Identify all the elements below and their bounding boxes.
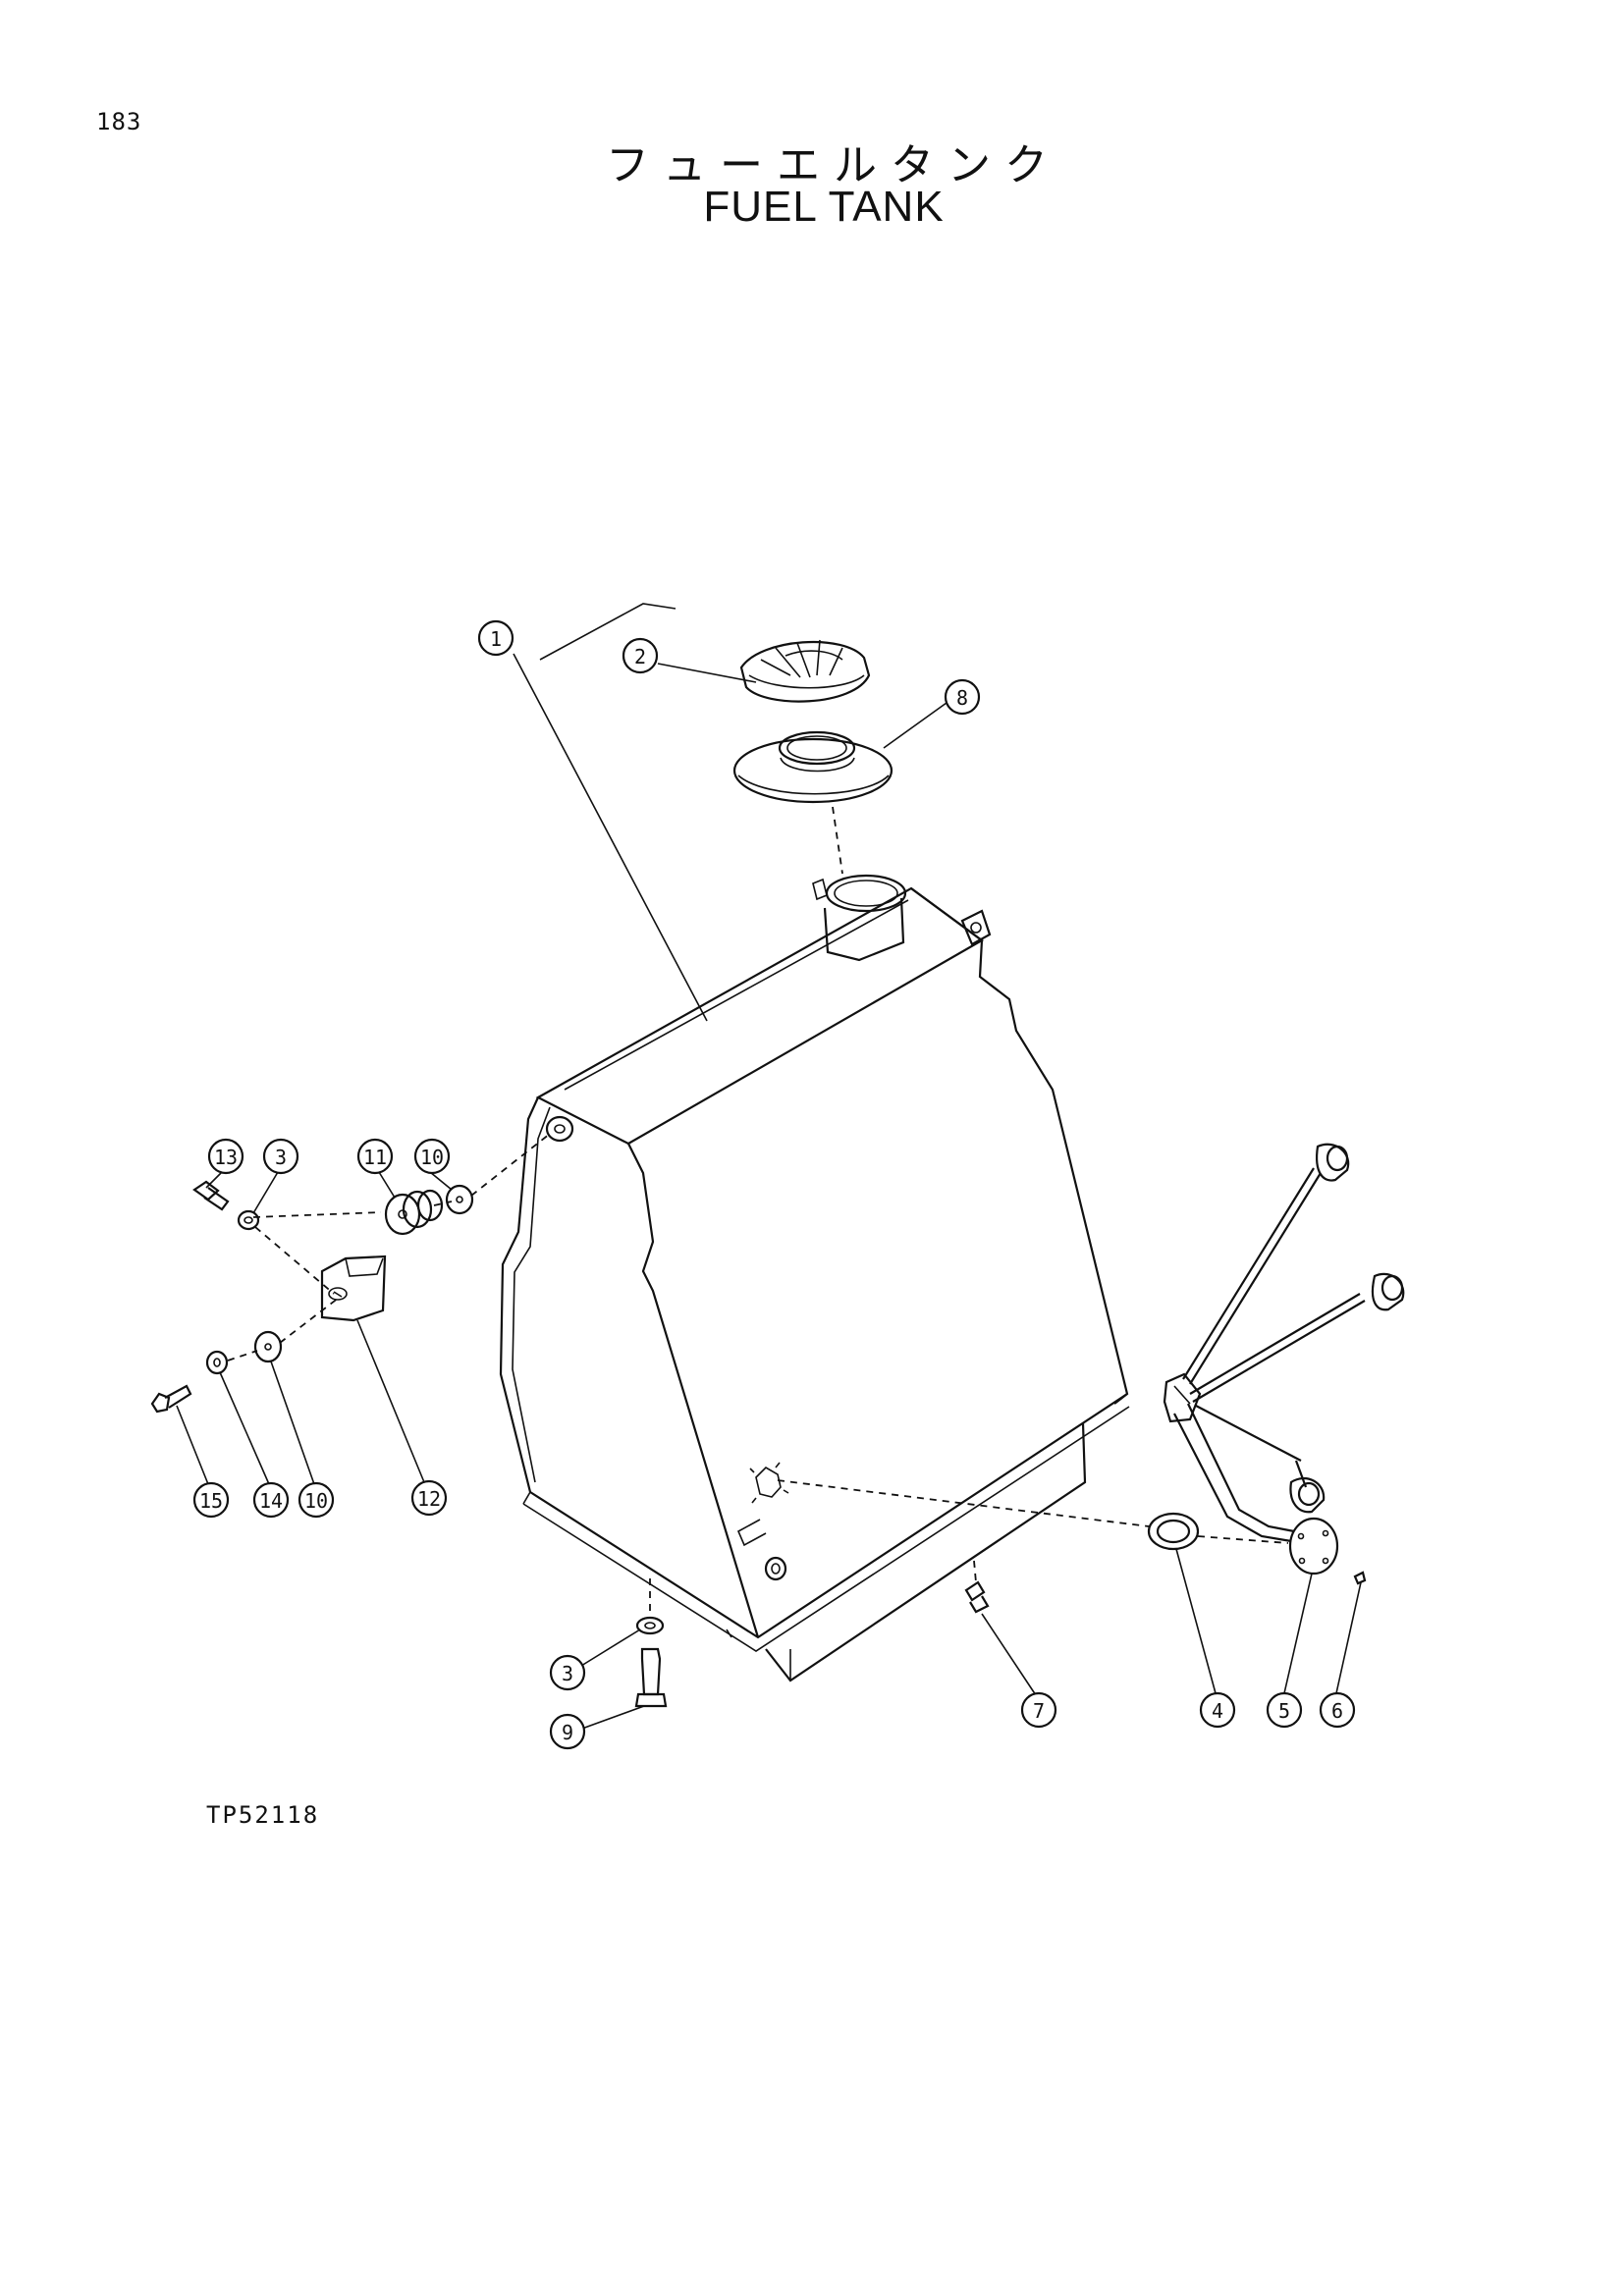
- leader-lines: [176, 653, 1362, 1731]
- callout-11: 11: [356, 1138, 394, 1175]
- drain-cock-part: [964, 1560, 990, 1614]
- left-mount-hardware: [150, 1133, 551, 1414]
- callout-7: 7: [1020, 1691, 1057, 1729]
- page-number: 183: [96, 108, 142, 135]
- svg-text:8: 8: [956, 686, 968, 710]
- bottom-mount-hardware: [634, 1578, 668, 1708]
- callout-1: 1: [477, 619, 514, 657]
- callout-9: 9: [549, 1713, 586, 1750]
- callout-5: 5: [1266, 1691, 1303, 1729]
- svg-text:7: 7: [1033, 1699, 1045, 1723]
- svg-text:15: 15: [199, 1489, 223, 1513]
- svg-text:10: 10: [420, 1146, 444, 1169]
- svg-text:14: 14: [259, 1489, 283, 1513]
- strainer-flange-part: [732, 730, 893, 804]
- callout-10-lower: 10: [298, 1481, 335, 1519]
- svg-text:13: 13: [214, 1146, 238, 1169]
- svg-text:10: 10: [304, 1489, 328, 1513]
- callout-12: 12: [410, 1479, 448, 1517]
- callout-13: 13: [207, 1138, 244, 1175]
- title-english: FUEL TANK: [703, 183, 945, 231]
- svg-text:9: 9: [562, 1721, 573, 1744]
- svg-text:11: 11: [363, 1146, 387, 1169]
- svg-text:3: 3: [275, 1146, 287, 1169]
- neck-dashed-line: [832, 806, 843, 875]
- callout-14: 14: [252, 1481, 290, 1519]
- callout-3-lower: 3: [549, 1654, 586, 1691]
- callout-10-upper: 10: [413, 1138, 451, 1175]
- svg-text:5: 5: [1278, 1699, 1290, 1723]
- svg-text:2: 2: [634, 645, 646, 668]
- callout-2: 2: [622, 637, 659, 674]
- title-japanese: フューエルタンク: [606, 140, 1061, 190]
- callout-8: 8: [944, 678, 981, 716]
- callout-15: 15: [192, 1481, 230, 1519]
- callout-4: 4: [1199, 1691, 1236, 1729]
- svg-text:12: 12: [417, 1487, 441, 1511]
- fuel-cap-part: [739, 639, 871, 703]
- callout-3-upper: 3: [262, 1138, 299, 1175]
- fuel-gauge-assembly: [777, 1143, 1405, 1585]
- callout-6: 6: [1319, 1691, 1356, 1729]
- fuel-tank-body: [499, 603, 1130, 1682]
- svg-text:6: 6: [1331, 1699, 1343, 1723]
- drawing-code: TP52118: [206, 1801, 320, 1829]
- svg-text:1: 1: [490, 627, 502, 651]
- svg-text:4: 4: [1212, 1699, 1223, 1723]
- svg-text:3: 3: [562, 1662, 573, 1685]
